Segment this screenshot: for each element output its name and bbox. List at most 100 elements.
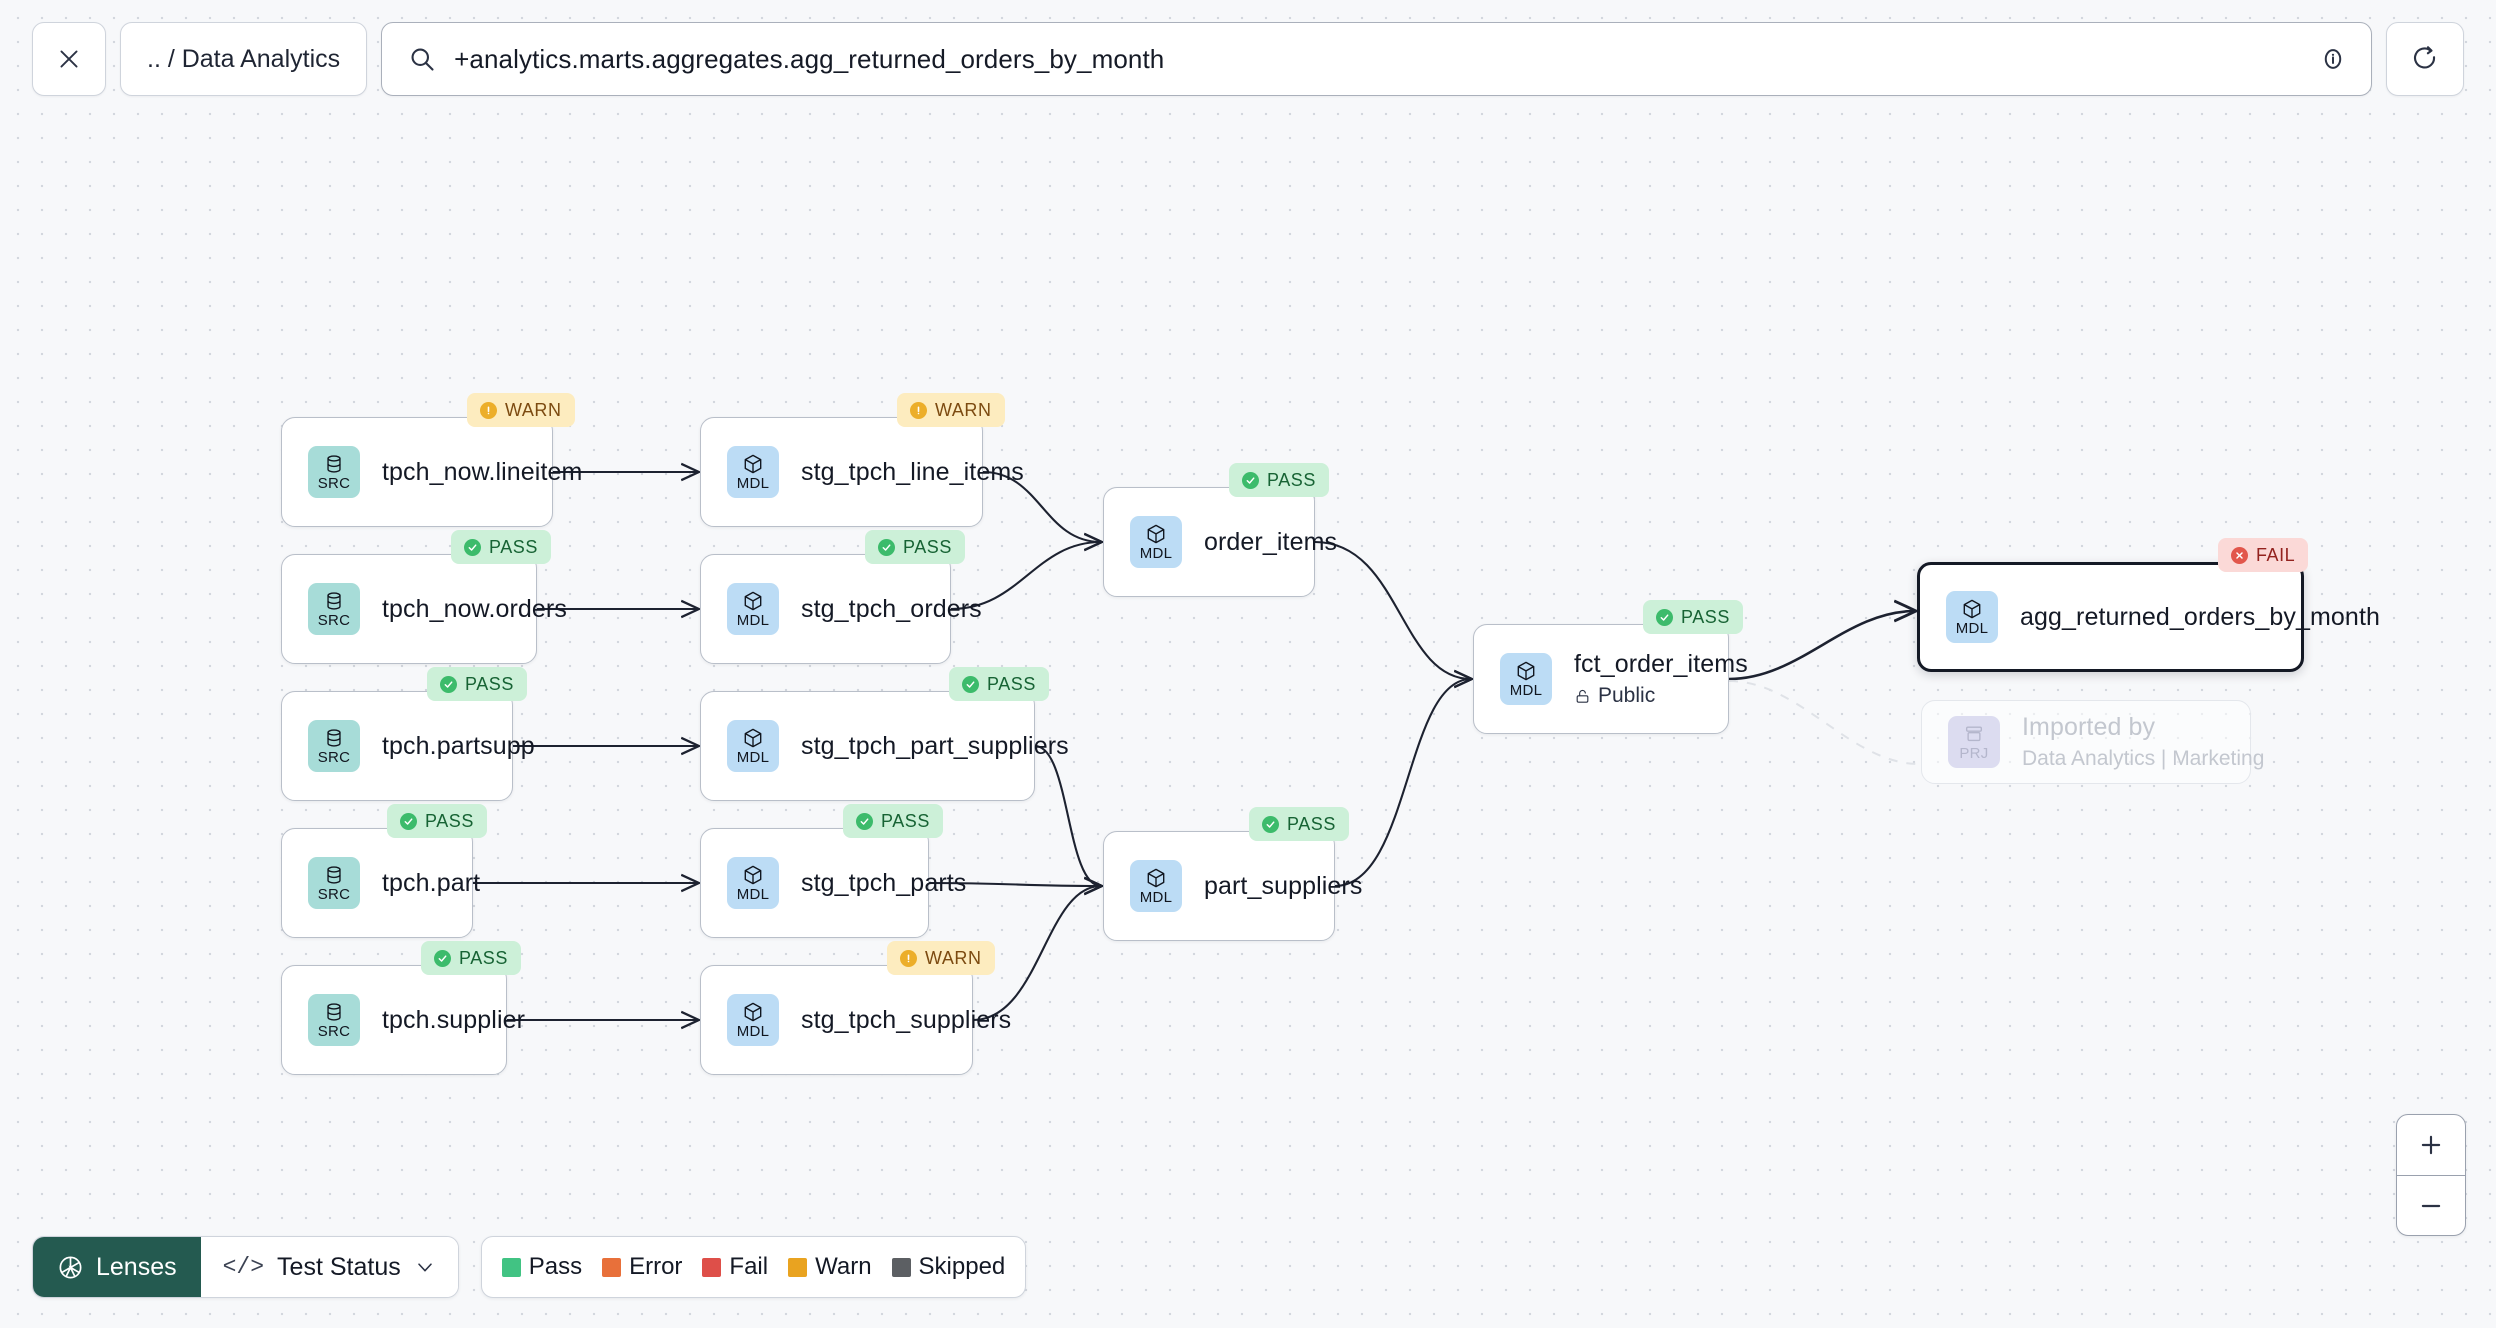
node-body: tpch_now.lineitem (382, 458, 582, 487)
info-icon[interactable] (2319, 45, 2347, 73)
node-title: stg_tpch_suppliers (801, 1005, 1012, 1034)
status-dot-icon (400, 812, 417, 830)
zoom-in-button[interactable] (2397, 1115, 2465, 1175)
src-type-chip: SRC (308, 994, 360, 1046)
status-dot-icon (434, 949, 451, 967)
status-badge-fail[interactable]: FAIL (2218, 538, 2309, 572)
legend-swatch (891, 1257, 911, 1277)
refresh-button[interactable] (2386, 22, 2464, 96)
status-badge-pass[interactable]: PASS (1643, 600, 1743, 634)
mdl-type-chip: MDL (1500, 653, 1552, 705)
legend-item-error[interactable]: Error (602, 1253, 682, 1281)
node-body: order_items (1204, 528, 1337, 557)
mdl-type-chip: MDL (727, 446, 779, 498)
src-icon (327, 1003, 341, 1021)
status-badge-label: WARN (935, 399, 992, 420)
status-dot-icon (480, 401, 497, 419)
node-type-label: SRC (317, 749, 351, 766)
mdl-icon (1147, 524, 1165, 544)
status-badge-pass[interactable]: PASS (865, 530, 965, 564)
status-badge-label: PASS (1267, 469, 1316, 490)
search-input[interactable]: +analytics.marts.aggregates.agg_returned… (454, 43, 1165, 74)
lenses-group: Lenses </> Test Status (32, 1236, 459, 1298)
mdl-icon (1147, 868, 1165, 888)
node-type-label: MDL (736, 612, 770, 629)
graph-node-src_partsupp[interactable]: SRC tpch.partsupp (281, 691, 535, 801)
legend-swatch (702, 1257, 722, 1277)
node-title: tpch.part (382, 868, 481, 897)
node-type-label: MDL (1509, 682, 1543, 699)
status-badge-pass[interactable]: PASS (451, 530, 551, 564)
node-type-label: MDL (1139, 889, 1173, 906)
src-icon (327, 866, 341, 884)
close-button[interactable] (32, 22, 106, 96)
breadcrumb-button[interactable]: .. / Data Analytics (120, 22, 368, 96)
test-status-dropdown[interactable]: </> Test Status (200, 1237, 458, 1297)
legend-swatch (501, 1257, 521, 1277)
status-dot-icon (2231, 546, 2248, 564)
node-title: agg_returned_orders_by_month (2020, 602, 2380, 631)
node-title: Imported by (2022, 713, 2156, 741)
node-body: tpch_now.orders (382, 595, 567, 624)
node-body: tpch.partsupp (382, 732, 535, 761)
legend-item-warn[interactable]: Warn (788, 1253, 872, 1281)
graph-node-src_lineitem[interactable]: SRC tpch_now.lineitem (281, 417, 582, 527)
node-subtitle: Data Analytics | Marketing (2022, 747, 2264, 771)
status-badge-pass[interactable]: PASS (387, 804, 487, 838)
legend-item-pass[interactable]: Pass (501, 1253, 582, 1281)
mdl-icon (744, 1002, 762, 1022)
graph-node-stg_orders[interactable]: MDL stg_tpch_orders (700, 554, 982, 664)
legend-label: Fail (729, 1253, 769, 1280)
zoom-out-button[interactable] (2397, 1175, 2465, 1235)
node-title: stg_tpch_part_suppliers (801, 731, 1069, 760)
status-dot-icon (856, 812, 873, 830)
status-badge-label: PASS (1287, 813, 1336, 834)
src-type-chip: SRC (308, 446, 360, 498)
status-badge-warn[interactable]: WARN (887, 941, 995, 975)
src-icon (327, 455, 341, 473)
test-status-label: Test Status (277, 1252, 401, 1281)
status-badge-pass[interactable]: PASS (427, 667, 527, 701)
status-badge-label: PASS (425, 810, 474, 831)
node-body: stg_tpch_part_suppliers (801, 732, 1069, 761)
legend-item-skipped[interactable]: Skipped (891, 1253, 1006, 1281)
mdl-type-chip: MDL (1946, 591, 1998, 643)
zoom-controls (2396, 1114, 2466, 1236)
status-badge-pass[interactable]: PASS (843, 804, 943, 838)
status-badge-pass[interactable]: PASS (421, 941, 521, 975)
mdl-icon (744, 454, 762, 474)
status-badge-pass[interactable]: PASS (949, 667, 1049, 701)
node-body: stg_tpch_parts (801, 869, 966, 898)
legend-item-fail[interactable]: Fail (702, 1253, 768, 1281)
status-badge-warn[interactable]: WARN (467, 393, 575, 427)
status-badge-label: PASS (459, 947, 508, 968)
legend-label: Skipped (918, 1253, 1006, 1280)
graph-node-stg_part_supp[interactable]: MDL stg_tpch_part_suppliers (700, 691, 1069, 801)
node-title: tpch_now.orders (382, 594, 567, 623)
status-badge-label: PASS (465, 673, 514, 694)
status-badge-pass[interactable]: PASS (1229, 463, 1329, 497)
lenses-button[interactable]: Lenses (33, 1237, 201, 1297)
mdl-type-chip: MDL (727, 720, 779, 772)
node-body: stg_tpch_orders (801, 595, 982, 624)
node-type-label: SRC (317, 475, 351, 492)
node-type-label: MDL (1955, 620, 1989, 637)
search-bar[interactable]: +analytics.marts.aggregates.agg_returned… (381, 22, 2372, 96)
node-type-label: MDL (736, 475, 770, 492)
graph-node-agg_returned[interactable]: MDL agg_returned_orders_by_month (1917, 562, 2380, 672)
status-badge-pass[interactable]: PASS (1249, 807, 1349, 841)
status-dot-icon (464, 538, 481, 556)
status-badge-warn[interactable]: WARN (897, 393, 1005, 427)
src-icon (327, 729, 341, 747)
legend-swatch (788, 1257, 808, 1277)
